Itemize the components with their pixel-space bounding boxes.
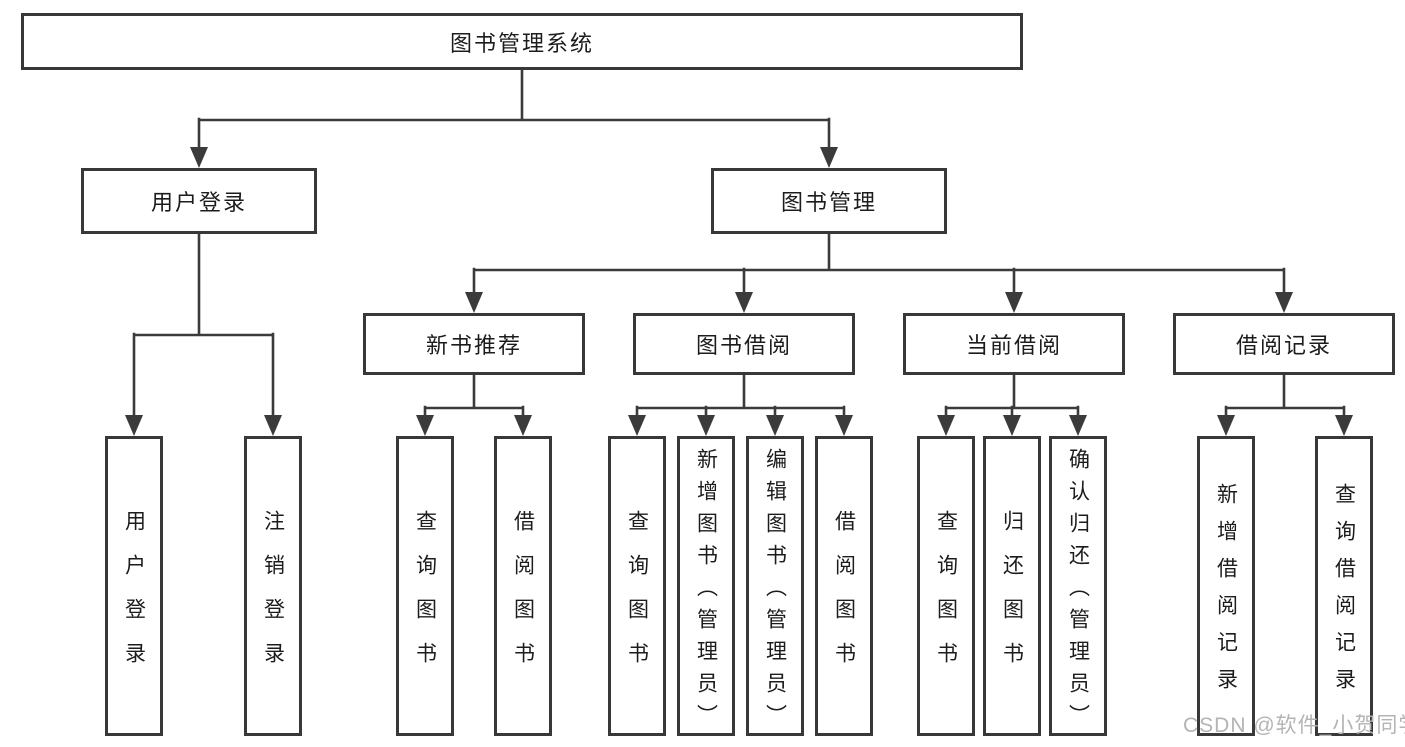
node-borrowing-records: 借阅记录 — [1173, 313, 1395, 375]
node-book-management: 图书管理 — [711, 168, 947, 234]
arrowhead-icon — [1275, 292, 1293, 313]
watermark: CSDN @软件_小贺同学 — [1183, 714, 1405, 737]
connector-current-to-children — [944, 373, 1080, 420]
arrowhead-icon — [264, 415, 282, 436]
node-label: 借阅图书 — [832, 509, 856, 686]
connector-borrowing-to-children — [635, 373, 846, 420]
node-label: 新增图书（管理员） — [694, 447, 718, 736]
connector-root-to-level2 — [197, 68, 831, 152]
node-label: 用户登录 — [122, 509, 146, 686]
leaf-query-borrow-record: 查询借阅记录 — [1315, 436, 1373, 736]
leaf-logout: 注销登录 — [244, 436, 302, 736]
arrowhead-icon — [697, 415, 715, 436]
node-label: 图书借阅 — [695, 333, 792, 358]
node-new-book-recommend: 新书推荐 — [363, 313, 585, 375]
arrowhead-icon — [820, 147, 838, 168]
leaf-confirm-return-admin: 确认归还（管理员） — [1049, 436, 1107, 736]
arrowhead-icon — [628, 415, 646, 436]
leaf-user-login: 用户登录 — [105, 436, 163, 736]
node-label: 新增借阅记录 — [1214, 483, 1238, 705]
arrowhead-icon — [937, 415, 955, 436]
connector-userlogin-to-children — [132, 232, 275, 420]
leaf-edit-book-admin: 编辑图书（管理员） — [746, 436, 804, 736]
leaf-query-books-current: 查询图书 — [917, 436, 975, 736]
connector-bookmgmt-to-level3 — [472, 232, 1286, 297]
leaf-borrow-books-recommend: 借阅图书 — [494, 436, 552, 736]
arrowhead-icon — [835, 415, 853, 436]
arrowhead-icon — [125, 415, 143, 436]
node-label: 图书管理 — [780, 190, 877, 215]
node-label: 归还图书 — [1000, 509, 1024, 686]
node-label: 查询图书 — [625, 509, 649, 686]
connector-newbook-to-children — [423, 373, 525, 420]
arrowhead-icon — [465, 292, 483, 313]
leaf-borrow-books-borrowing: 借阅图书 — [815, 436, 873, 736]
arrowhead-icon — [766, 415, 784, 436]
node-user-login: 用户登录 — [81, 168, 317, 234]
arrowhead-icon — [1003, 415, 1021, 436]
node-label: 确认归还（管理员） — [1066, 447, 1090, 736]
arrowhead-icon — [416, 415, 434, 436]
node-label: 注销登录 — [261, 509, 285, 686]
node-label: 用户登录 — [150, 190, 247, 215]
node-book-borrowing: 图书借阅 — [633, 313, 855, 375]
node-label: 图书管理系统 — [449, 30, 594, 56]
node-label: 查询图书 — [934, 509, 958, 686]
leaf-query-books-borrowing: 查询图书 — [608, 436, 666, 736]
arrowhead-icon — [1335, 415, 1353, 436]
node-label: 当前借阅 — [965, 333, 1062, 358]
arrowhead-icon — [1217, 415, 1235, 436]
node-label: 查询图书 — [413, 509, 437, 686]
arrowhead-icon — [1005, 292, 1023, 313]
leaf-add-borrow-record: 新增借阅记录 — [1197, 436, 1255, 736]
node-label: 借阅图书 — [511, 509, 535, 686]
connector-records-to-children — [1224, 373, 1346, 420]
node-label: 新书推荐 — [425, 333, 522, 358]
node-library-system: 图书管理系统 — [21, 13, 1023, 70]
arrowhead-icon — [1069, 415, 1087, 436]
arrowhead-icon — [190, 147, 208, 168]
leaf-return-book: 归还图书 — [983, 436, 1041, 736]
node-label: 查询借阅记录 — [1332, 483, 1356, 705]
node-label: 编辑图书（管理员） — [763, 447, 787, 736]
arrowhead-icon — [514, 415, 532, 436]
leaf-add-book-admin: 新增图书（管理员） — [677, 436, 735, 736]
arrowhead-icon — [735, 292, 753, 313]
node-label: 借阅记录 — [1235, 333, 1332, 358]
node-current-borrowing: 当前借阅 — [903, 313, 1125, 375]
leaf-query-books-recommend: 查询图书 — [396, 436, 454, 736]
